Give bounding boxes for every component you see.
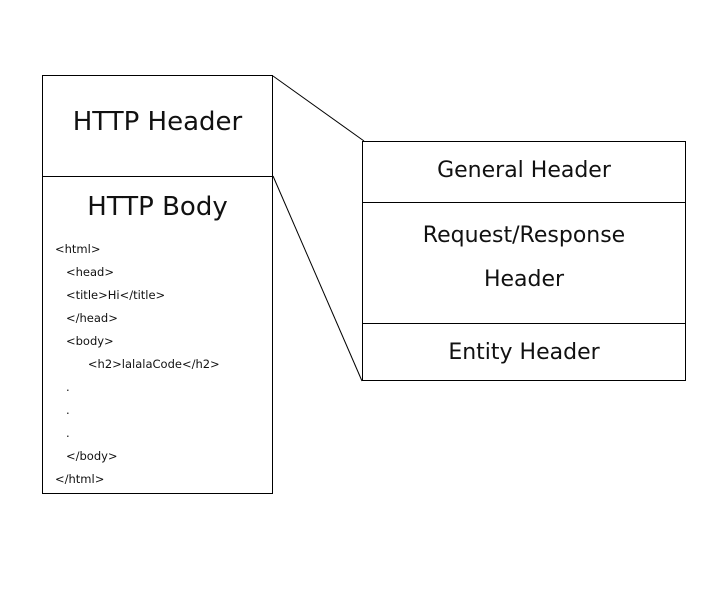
- http-body-section-label: HTTP Body: [87, 192, 228, 222]
- code-line: </body>: [55, 449, 118, 463]
- connector-line-top: [272, 75, 365, 142]
- code-line: <title>Hi</title>: [55, 288, 166, 302]
- code-line: <h2>lalalaCode</h2>: [55, 357, 220, 371]
- code-line: <head>: [55, 265, 114, 279]
- code-line: .: [55, 403, 70, 417]
- general-header-row: General Header: [363, 142, 685, 203]
- code-line: <body>: [55, 334, 114, 348]
- entity-header-row: Entity Header: [363, 324, 685, 380]
- http-header-section-label: HTTP Header: [72, 107, 243, 137]
- code-line: <html>: [55, 242, 101, 256]
- entity-header-label: Entity Header: [448, 340, 600, 365]
- request-response-label-line2: Header: [483, 267, 565, 292]
- code-line: </html>: [55, 472, 105, 486]
- http-header-detail-box: General Header Request/Response Header E…: [362, 141, 686, 381]
- http-message-box: HTTP Header HTTP Body <html> <head> <tit…: [42, 75, 273, 494]
- code-line: .: [55, 380, 70, 394]
- html-code-sample: <html> <head> <title>Hi</title> </head> …: [55, 241, 220, 494]
- request-response-label-line1: Request/Response: [422, 223, 626, 248]
- code-line: </head>: [55, 311, 118, 325]
- request-response-header-row: Request/Response Header: [363, 203, 685, 324]
- connector-line-bottom: [272, 175, 363, 382]
- general-header-label: General Header: [437, 158, 611, 183]
- header-body-divider: [43, 176, 272, 177]
- code-line: .: [55, 426, 70, 440]
